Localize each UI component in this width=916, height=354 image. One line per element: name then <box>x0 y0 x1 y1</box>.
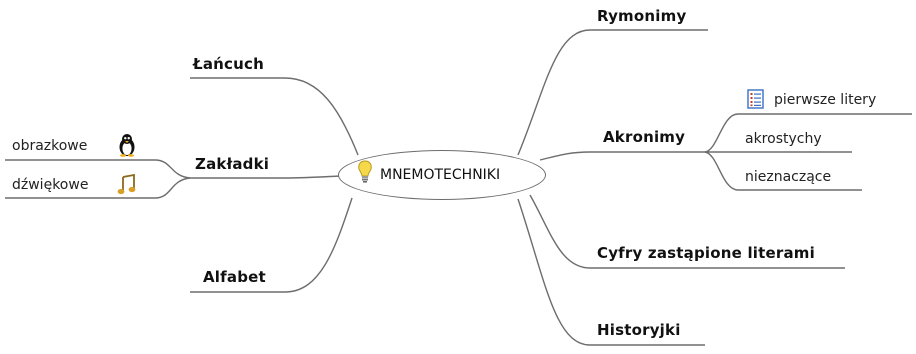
branch-lancuch[interactable]: Łańcuch <box>193 55 264 73</box>
list-icon <box>747 89 764 109</box>
branch-akronimy[interactable]: Akronimy <box>603 128 686 146</box>
branch-historyjki[interactable]: Historyjki <box>597 321 681 339</box>
connector-nieznaczace <box>704 151 862 191</box>
central-node-label: MNEMOTECHNIKI <box>380 167 501 183</box>
branch-rymonimy[interactable]: Rymonimy <box>597 7 687 25</box>
connector-historyjki <box>517 198 705 346</box>
branch-cyfry-zastapione-literami[interactable]: Cyfry zastąpione literami <box>597 244 815 262</box>
lightbulb-icon <box>358 160 372 183</box>
subnode-dzwiekowe[interactable]: dźwiękowe <box>12 177 89 193</box>
connector-dzwiekowe <box>5 177 191 199</box>
penguin-icon <box>119 134 135 157</box>
subnode-nieznaczace[interactable]: nieznaczące <box>745 169 832 185</box>
connector-alfabet <box>190 197 353 293</box>
connector-obrazkowe <box>5 159 191 179</box>
connector-pierwsze-litery <box>704 113 912 153</box>
branch-alfabet[interactable]: Alfabet <box>203 268 266 286</box>
central-node[interactable] <box>338 150 546 200</box>
subnode-akrostychy[interactable]: akrostychy <box>745 131 822 147</box>
music-notes-icon <box>117 174 136 195</box>
subnode-obrazkowe[interactable]: obrazkowe <box>12 138 88 154</box>
connector-lancuch <box>190 77 359 156</box>
connector-cyfry <box>529 194 845 269</box>
branch-zakladki[interactable]: Zakładki <box>195 155 270 173</box>
connector-zakladki <box>190 175 341 179</box>
connector-akronimy <box>539 151 705 161</box>
subnode-pierwsze-litery[interactable]: pierwsze litery <box>774 92 877 108</box>
connector-rymonimy <box>517 29 708 156</box>
